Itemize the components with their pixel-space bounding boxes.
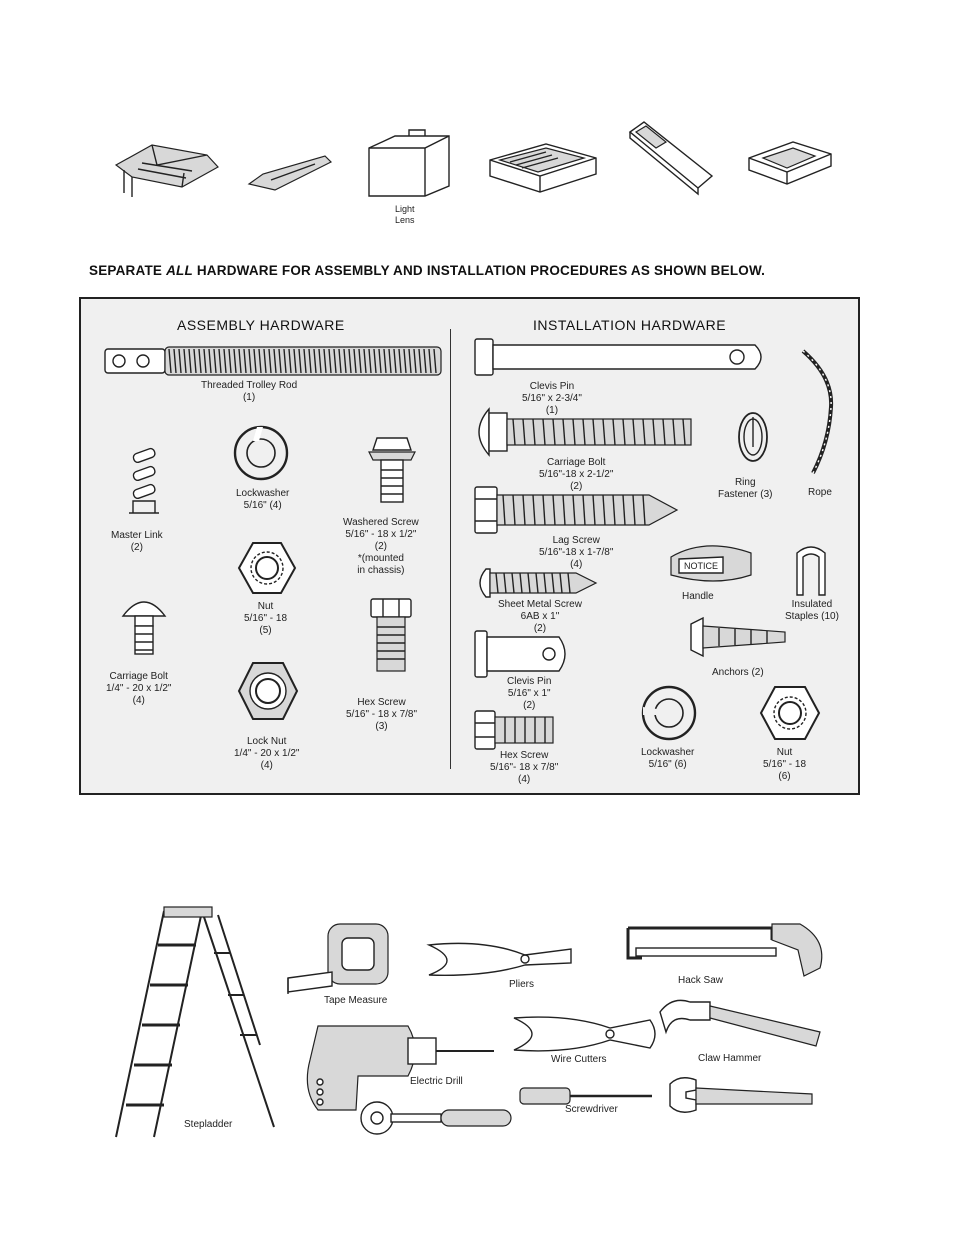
clevis-pin-long-icon (474, 338, 762, 376)
nut-icon (237, 542, 297, 594)
adjustable-wrench-icon (669, 1077, 813, 1113)
label-tag-icon (247, 155, 333, 191)
master-link-label: Master Link(2) (111, 530, 163, 553)
rope-label: Rope (808, 487, 832, 498)
wire-cutters-label: Wire Cutters (551, 1054, 607, 1065)
clevis-pin-short-icon (474, 630, 566, 678)
threaded-trolley-rod-icon (104, 346, 442, 376)
carriage-bolt-long-icon (478, 407, 692, 457)
control-console-icon (489, 143, 597, 193)
lag-screw-icon (474, 486, 679, 534)
electric-drill-label: Electric Drill (410, 1076, 463, 1087)
handle-notice-text: NOTICE (684, 561, 718, 571)
installation-hardware-title: INSTALLATION HARDWARE (533, 317, 727, 333)
carriage-bolt-icon (121, 601, 167, 655)
hex-screw-install-icon (474, 710, 554, 750)
screwdriver-label: Screwdriver (565, 1104, 618, 1115)
pliers-icon (426, 942, 572, 976)
section-divider (450, 329, 451, 769)
lockwasher-icon (233, 425, 289, 481)
ratchet-wrench-icon (360, 1101, 512, 1135)
lock-nut-icon (237, 662, 299, 720)
hardware-panel: ASSEMBLY HARDWARE INSTALLATION HARDWARE … (79, 297, 860, 795)
rope-icon (801, 349, 834, 474)
handle-label: Handle (682, 591, 714, 602)
claw-hammer-icon (659, 999, 821, 1047)
anchors-icon (690, 616, 786, 658)
keychain-remote-icon (748, 141, 832, 185)
lockwasher-install-icon (641, 685, 697, 741)
washered-screw-icon (368, 437, 416, 503)
wire-cutters-icon (513, 1016, 656, 1052)
stepladder-icon (115, 906, 275, 1138)
master-link-icon (129, 447, 159, 514)
ring-fastener-icon (738, 412, 768, 462)
nut-install-icon (759, 686, 821, 740)
tape-measure-icon (287, 923, 389, 994)
assembly-hardware-title: ASSEMBLY HARDWARE (177, 317, 345, 333)
handle-icon: NOTICE (670, 545, 752, 582)
hex-screw-icon (370, 598, 412, 672)
hack-saw-icon (626, 923, 823, 977)
remote-transmitter-icon (628, 121, 714, 196)
insulated-staples-icon (796, 546, 826, 596)
anchors-label: Anchors (2) (712, 667, 764, 678)
electric-drill-icon (306, 1025, 494, 1111)
tape-measure-label: Tape Measure (324, 995, 388, 1006)
claw-hammer-label: Claw Hammer (698, 1053, 762, 1064)
hack-saw-label: Hack Saw (678, 975, 724, 986)
stepladder-label: Stepladder (184, 1119, 233, 1130)
separate-hardware-heading: SEPARATE ALL HARDWARE FOR ASSEMBLY AND I… (89, 263, 766, 278)
light-lens-icon (368, 129, 450, 197)
sheet-metal-screw-icon (479, 568, 598, 598)
pliers-label: Pliers (509, 979, 535, 990)
screwdriver-icon (519, 1087, 652, 1105)
bracket-part-icon (114, 144, 219, 197)
threaded-trolley-rod-label: Threaded Trolley Rod(1) (201, 380, 298, 403)
